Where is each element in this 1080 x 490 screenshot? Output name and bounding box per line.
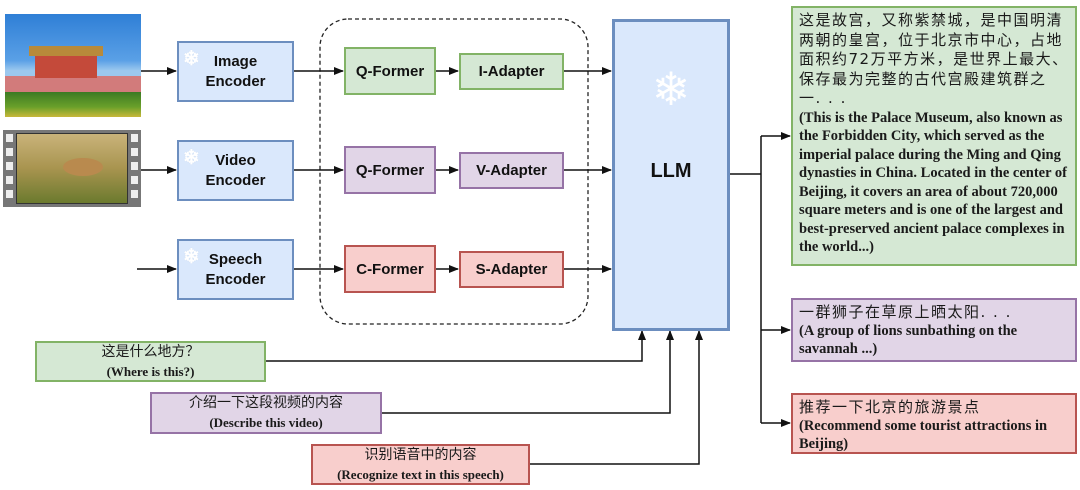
output-image-response: 这是故宫，又称紫禁城，是中国明清两朝的皇宫，位于北京市中心，占地面积约72万平方… [791,6,1077,266]
c-former-speech: C-Former [344,245,436,293]
i-adapter: I-Adapter [459,53,564,90]
gate-tower [35,54,97,78]
prompt-video-zh: 介绍一下这段视频的内容 [189,395,343,411]
video-encoder-label-2: Encoder [205,171,266,189]
arrow-prompt-3-to-llm [529,330,703,465]
output-speech-en: (Recommend some tourist attractions in B… [799,417,1048,453]
output-video-zh: 一群狮子在草原上晒太阳. . . [799,303,1012,321]
gate-wall [5,76,141,94]
film-holes-left [6,134,13,204]
speech-encoder-label-1: Speech [208,250,263,268]
trainable-region [319,18,589,325]
q-former-video: Q-Former [344,146,436,194]
output-image-zh: 这是故宫，又称紫禁城，是中国明清两朝的皇宫，位于北京市中心，占地面积约72万平方… [799,11,1069,107]
video-encoder-label-1: Video [215,151,256,169]
prompt-image: 这是什么地方？ (Where is this?) [35,341,266,382]
output-speech-response: 推荐一下北京的旅游景点 (Recommend some tourist attr… [791,393,1077,454]
q-former-image: Q-Former [344,47,436,95]
prompt-image-zh: 这是什么地方？ [101,343,200,360]
arrow-prompt-1-to-llm [265,330,646,362]
image-input-thumbnail [5,14,141,117]
s-adapter: S-Adapter [459,251,564,288]
snowflake-icon: ❄ [183,147,200,169]
output-video-response: 一群狮子在草原上晒太阳. . . (A group of lions sunba… [791,298,1077,362]
video-input-thumbnail [3,130,141,207]
snowflake-icon: ❄ [183,246,200,268]
output-image-en: (This is the Palace Museum, also known a… [799,109,1067,256]
snowflake-icon: ❄ [183,48,200,70]
prompt-video: 介绍一下这段视频的内容 (Describe this video) [150,392,382,434]
film-holes-right [131,134,138,204]
image-encoder-label-1: Image [213,52,258,70]
output-video-en: (A group of lions sunbathing on the sava… [799,322,1018,358]
gate-roof [29,46,103,56]
v-adapter: V-Adapter [459,152,564,189]
hedge [5,92,141,117]
llm-block: ❄ LLM [612,19,730,331]
speech-waveform [0,236,137,306]
speech-encoder-label-2: Encoder [205,270,266,288]
prompt-image-en: (Where is this?) [106,363,195,379]
prompt-speech-en: (Recognize text in this speech) [337,466,504,482]
arrow-prompt-2-to-llm [381,330,674,414]
image-encoder-label-2: Encoder [205,72,266,90]
llm-label: LLM [650,159,692,182]
prompt-speech: 识别语音中的内容 (Recognize text in this speech) [311,444,530,485]
prompt-video-en: (Describe this video) [209,415,323,430]
output-speech-zh: 推荐一下北京的旅游景点 [799,398,981,416]
lion-shape [63,158,103,176]
prompt-speech-zh: 识别语音中的内容 [364,446,477,463]
snowflake-icon: ❄ [651,63,691,115]
